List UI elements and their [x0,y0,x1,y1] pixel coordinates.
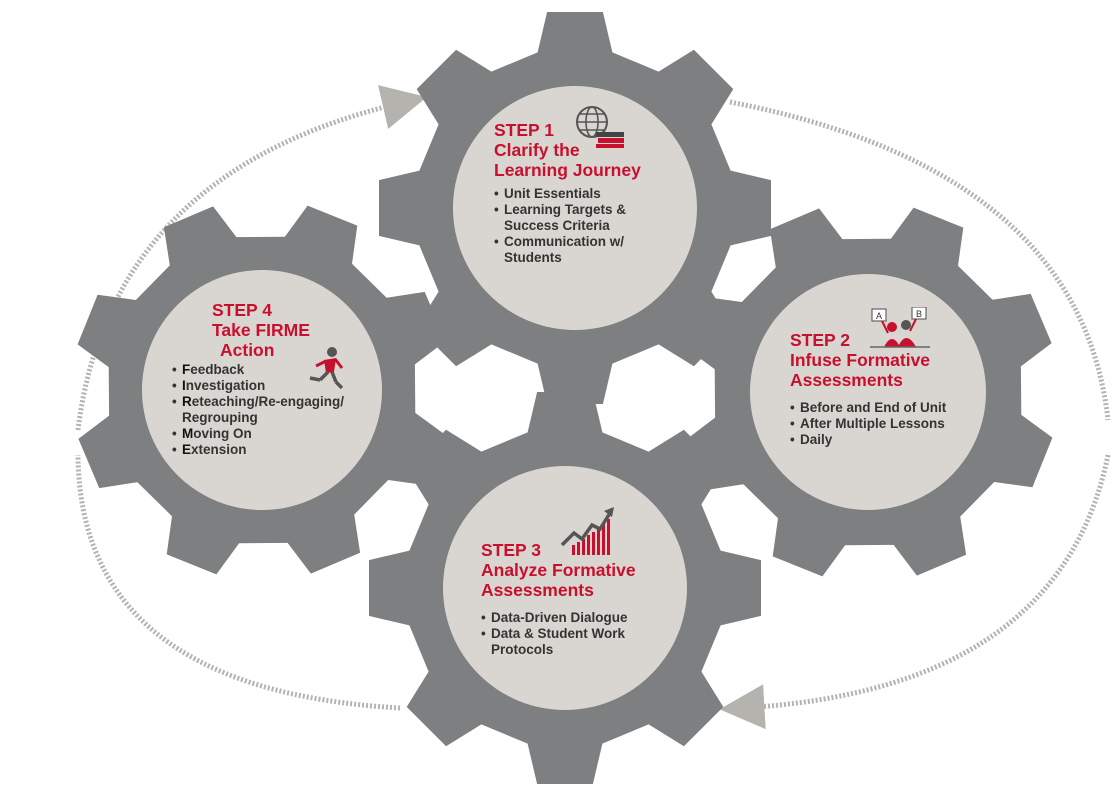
globe-books-icon [576,106,624,148]
list-item: Moving On [172,426,392,442]
step4-title: STEP 4 Take FIRME Action [172,300,392,360]
step3-title: STEP 3 Analyze Formative Assessments [481,540,691,600]
step3-title-line: Analyze Formative [481,560,636,580]
step3-number: STEP 3 [481,540,541,560]
cycle-arrow-top-right [729,99,1111,421]
rising-chart-icon [560,507,614,555]
step1-title-line: Learning Journey [494,160,641,180]
step2-number: STEP 2 [790,330,850,350]
step1-bullet-list: Unit Essentials Learning Targets &Succes… [494,186,704,266]
step1-text: STEP 1 Clarify the Learning Journey Unit… [494,120,704,266]
step2-title: STEP 2 Infuse Formative Assessments [790,330,990,390]
list-item: Data-Driven Dialogue [481,610,691,626]
step3-text: STEP 3 Analyze Formative Assessments Dat… [481,540,691,658]
step1-number: STEP 1 [494,120,554,140]
list-item: Unit Essentials [494,186,704,202]
list-item: Feedback [172,362,392,378]
cycle-arrow-bottom-right [719,454,1111,730]
list-item: After Multiple Lessons [790,416,990,432]
card-b-label: B [916,309,922,319]
step4-title-line: Take FIRME [212,320,310,340]
students-holding-cards-icon: A B [870,307,930,348]
list-item: Reteaching/Re-engaging/Regrouping [172,394,392,426]
card-a-label: A [876,311,882,321]
step3-title-line: Assessments [481,580,594,600]
step2-title-line: Assessments [790,370,903,390]
step1-title-line: Clarify the [494,140,580,160]
step2-text: STEP 2 Infuse Formative Assessments Befo… [790,330,990,448]
list-item: Extension [172,442,392,458]
gear-step2-inner-circle [750,274,986,510]
step3-bullet-list: Data-Driven Dialogue Data & Student Work… [481,610,691,658]
step4-text: STEP 4 Take FIRME Action Feedback Invest… [172,300,392,458]
list-item: Learning Targets &Success Criteria [494,202,704,234]
list-item: Daily [790,432,990,448]
cycle-arrow-top-left [75,85,427,431]
step4-title-line: Action [220,340,275,360]
list-item: Communication w/Students [494,234,704,266]
step1-title: STEP 1 Clarify the Learning Journey [494,120,704,180]
running-person-icon [309,347,344,390]
step2-title-line: Infuse Formative [790,350,931,370]
step4-bullet-list: Feedback Investigation Reteaching/Re-eng… [172,362,392,458]
list-item: Investigation [172,378,392,394]
step4-number: STEP 4 [212,300,272,320]
list-item: Before and End of Unit [790,400,990,416]
step2-bullet-list: Before and End of Unit After Multiple Le… [790,400,990,448]
